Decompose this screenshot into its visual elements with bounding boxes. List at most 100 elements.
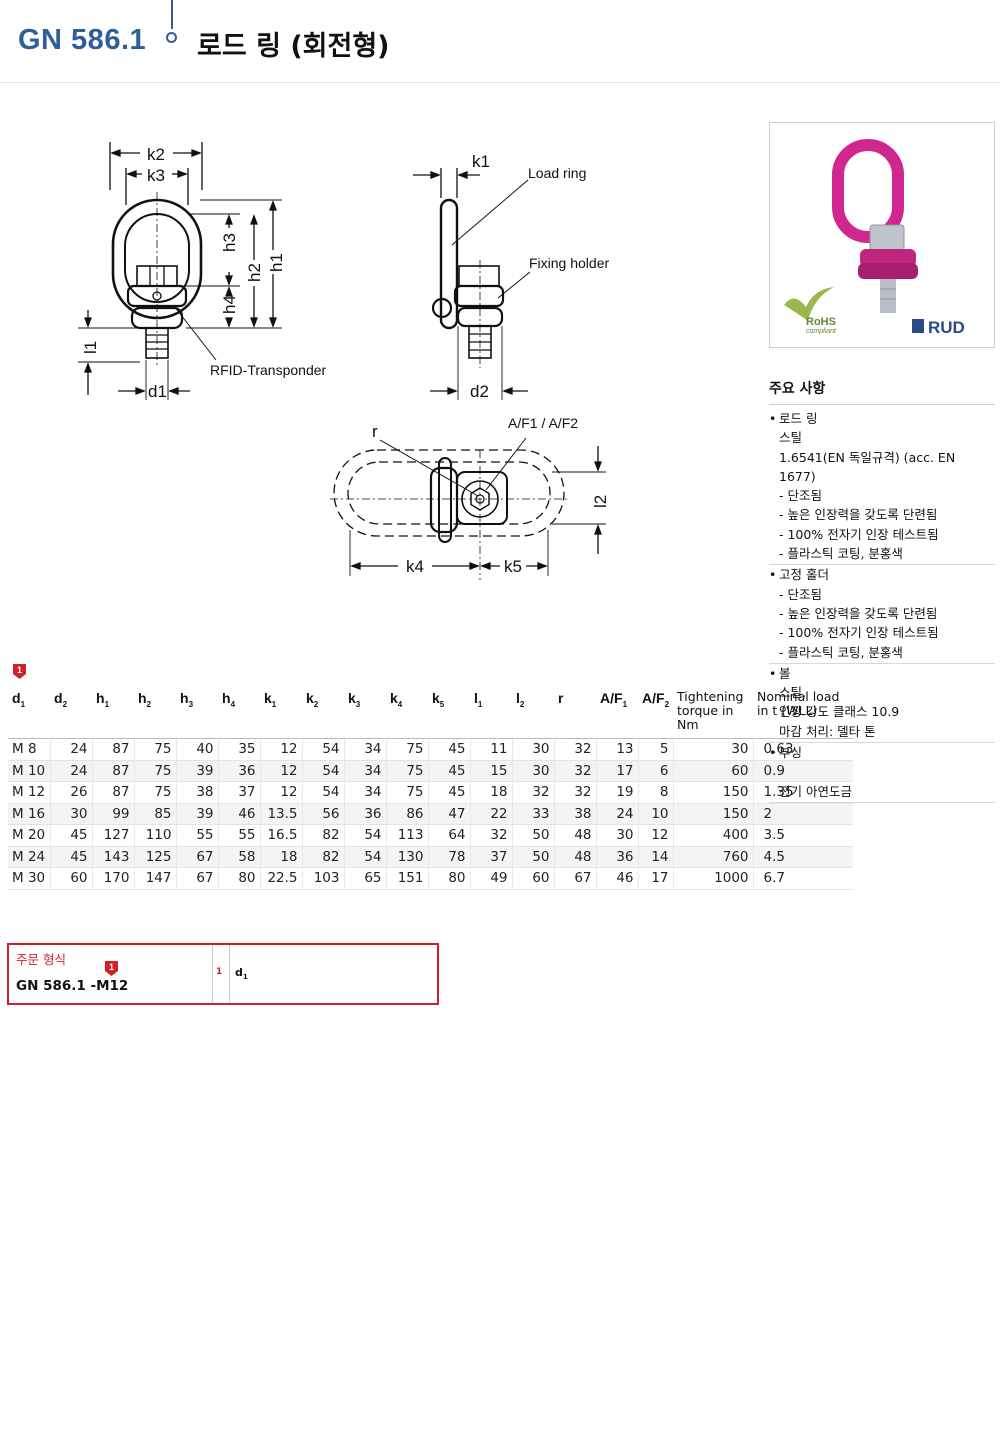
table-cell: 24 (50, 738, 93, 761)
bullet: • (769, 665, 777, 681)
top-view: r A/F1 / A/F2 l2 k4 k5 (330, 415, 610, 580)
table-cell: 400 (673, 824, 754, 847)
header-symbol: d (54, 690, 63, 706)
feature-line: - 높은 인장력을 갖도록 단련됨 (779, 605, 938, 621)
label-d2: d2 (470, 382, 489, 401)
table-cell: 60 (512, 867, 555, 890)
table-cell: 54 (344, 846, 387, 868)
table-header-cell: r (554, 688, 596, 739)
table-cell: 12 (638, 824, 674, 847)
rohs-compliant-text: compliant (806, 328, 837, 335)
header-symbol: A/F (642, 690, 665, 706)
order-divider (212, 945, 213, 1003)
table-cell: 18 (470, 781, 513, 804)
header-subscript: 2 (62, 699, 68, 709)
table-cell: 39 (176, 760, 219, 782)
table-cell: 24 (50, 760, 93, 782)
table-cell: 87 (92, 760, 135, 782)
header-symbol: k (390, 690, 398, 706)
table-cell: 45 (50, 824, 93, 847)
table-cell: 24 (596, 803, 639, 825)
feature-line: - 100% 전자기 인장 테스트됨 (779, 625, 939, 641)
rohs-badge: RoHS compliant (784, 287, 837, 335)
feature-line: - 높은 인장력을 갖도록 단련됨 (779, 507, 938, 523)
table-cell: 78 (428, 846, 471, 868)
feature-group: • 로드 링 스틸 1.6541(EN 독일규격) (acc. EN 1677)… (769, 409, 995, 566)
table-cell: 760 (673, 846, 754, 868)
table-cell: 50 (512, 846, 555, 868)
table-cell: 60 (50, 867, 93, 890)
features-heading: 주요 사항 (769, 381, 826, 397)
table-header-cell: A/F1 (596, 688, 638, 739)
product-code: GN 586.1 (18, 24, 147, 56)
label-h3: h3 (220, 233, 239, 252)
table-cell: 143 (92, 846, 135, 868)
table-cell: 170 (92, 867, 135, 890)
label-k1: k1 (472, 152, 490, 171)
table-cell: 36 (596, 846, 639, 868)
rud-text: RUD (928, 318, 965, 337)
table-header-cell: d1 (8, 688, 50, 739)
table-cell: 38 (554, 803, 597, 825)
table-cell: 6.7 (753, 867, 854, 890)
table-cell: 48 (554, 846, 597, 868)
table-cell: 30 (512, 760, 555, 782)
table-cell: 67 (554, 867, 597, 890)
table-cell: 48 (554, 824, 597, 847)
table-cell: 16.5 (260, 824, 303, 847)
table-cell: 12 (260, 738, 303, 761)
feature-line: - 단조됨 (779, 488, 822, 504)
label-l2: l2 (591, 495, 610, 508)
feature-title: 고정 홀더 (779, 567, 829, 583)
header-subscript: 2 (146, 699, 152, 709)
table-cell: 87 (92, 738, 135, 761)
header-subscript: 2 (313, 699, 319, 709)
header-subscript: 2 (664, 699, 670, 709)
label-load-ring: Load ring (528, 165, 586, 181)
table-cell: 37 (218, 781, 261, 804)
table-cell: 54 (302, 760, 345, 782)
order-code: GN 586.1 -M12 (16, 978, 129, 994)
table-cell: M 16 (8, 803, 51, 825)
header-symbol: h (180, 690, 189, 706)
table-cell: 12 (260, 760, 303, 782)
header-symbol: Nominal load in t (WLL) (757, 689, 840, 718)
table-cell: 86 (386, 803, 429, 825)
table-cell: 3.5 (753, 824, 854, 847)
table-cell: 45 (50, 846, 93, 868)
header-subscript: 4 (397, 699, 403, 709)
header-symbol: h (138, 690, 147, 706)
table-header-cell: k1 (260, 688, 302, 739)
order-flag-icon: 1 (105, 961, 118, 976)
label-h4: h4 (220, 295, 239, 314)
table-cell: 37 (470, 846, 513, 868)
table-cell: 45 (428, 738, 471, 761)
table-cell: 17 (596, 760, 639, 782)
label-h1: h1 (267, 253, 286, 272)
table-cell: 32 (470, 824, 513, 847)
table-cell: 40 (176, 738, 219, 761)
header-symbol: l (474, 690, 478, 706)
table-cell: 26 (50, 781, 93, 804)
label-k4: k4 (406, 557, 424, 576)
table-cell: 65 (344, 867, 387, 890)
technical-drawing: k2 k3 h3 h4 h2 h1 l1 d1 RFID-Transponder (78, 142, 610, 580)
feature-line: - 플라스틱 코팅, 분홍색 (779, 644, 903, 660)
table-flag-icon: 1 (13, 664, 26, 679)
table-cell: 36 (344, 803, 387, 825)
table-cell: M 8 (8, 738, 51, 761)
table-cell: 4.5 (753, 846, 854, 868)
table-cell: 17 (638, 867, 674, 890)
header-symbol: Tightening torque in Nm (677, 689, 744, 732)
table-cell: 75 (386, 760, 429, 782)
table-cell: 46 (218, 803, 261, 825)
table-cell: 10 (638, 803, 674, 825)
product-image: RoHS compliant RUD (784, 139, 965, 337)
table-cell: M 24 (8, 846, 51, 868)
feature-line: - 단조됨 (779, 586, 822, 602)
table-cell: 54 (302, 738, 345, 761)
table-cell: 22.5 (260, 867, 303, 890)
